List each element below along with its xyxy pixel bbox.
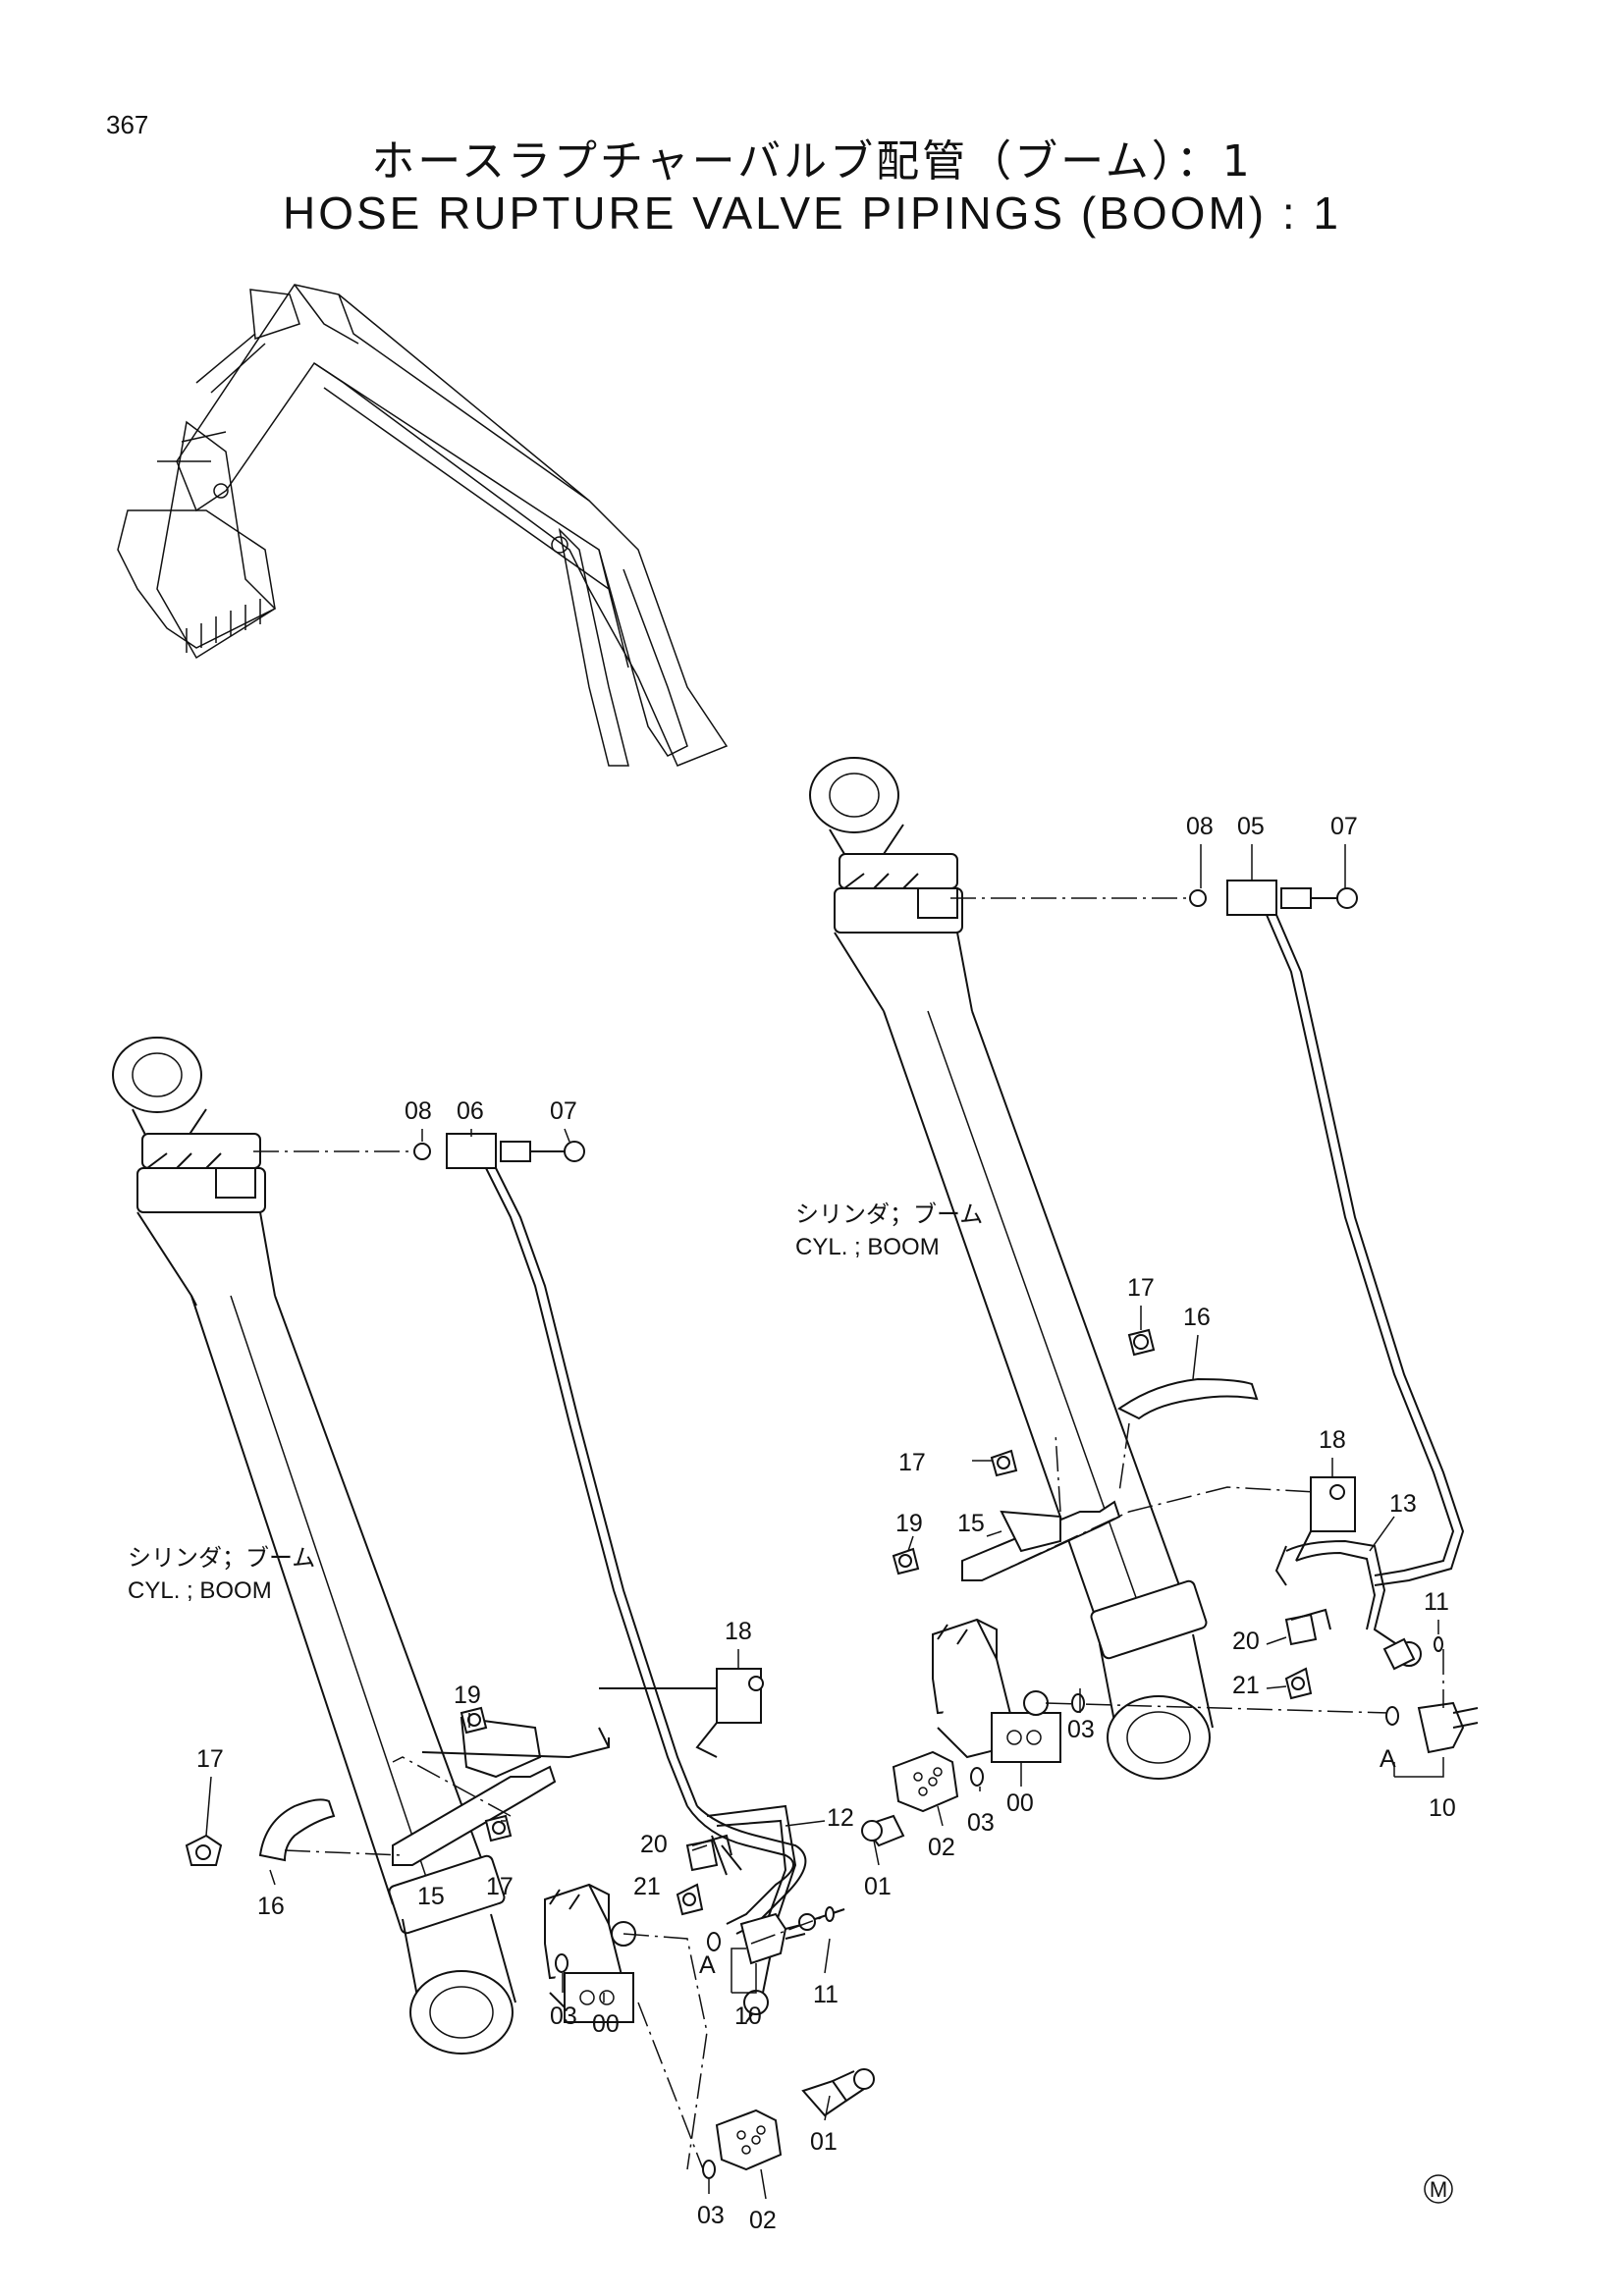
right-callout-08: 08 bbox=[1186, 813, 1214, 840]
left-callout-20: 20 bbox=[640, 1831, 668, 1858]
left-callout-06: 06 bbox=[457, 1097, 484, 1125]
page-number: 367 bbox=[106, 110, 149, 139]
right-callout-05: 05 bbox=[1237, 813, 1265, 840]
right-callout-19: 19 bbox=[895, 1510, 923, 1537]
left-callout-07: 07 bbox=[550, 1097, 577, 1125]
left-callout-01: 01 bbox=[810, 2128, 838, 2156]
left-callout-08: 08 bbox=[405, 1097, 432, 1125]
right-callout-01: 01 bbox=[864, 1873, 892, 1900]
left-view-a-mark: A bbox=[699, 1951, 716, 1979]
page-title-japanese: ホースラプチャーバルブ配管（ブーム）：1 bbox=[371, 136, 1253, 187]
right-callouts: 08 05 07 17 16 17 19 15 18 13 11 20 21 1… bbox=[864, 813, 1456, 1900]
leader-lines bbox=[205, 844, 1444, 2200]
left-callout-10: 10 bbox=[734, 2002, 762, 2030]
right-hose-rupture-valve bbox=[932, 1618, 1390, 1763]
left-hose-rupture-valve bbox=[544, 1883, 708, 2180]
right-view-a-mark: A bbox=[1380, 1745, 1396, 1773]
right-cylinder-label-en: CYL. ; BOOM bbox=[795, 1234, 940, 1260]
left-brackets bbox=[258, 1668, 764, 1866]
right-callout-20: 20 bbox=[1232, 1628, 1260, 1655]
left-flange-parts bbox=[555, 1953, 875, 2179]
right-callout-17a: 17 bbox=[1127, 1274, 1155, 1302]
left-callout-17a: 17 bbox=[196, 1745, 224, 1773]
left-callout-03b: 03 bbox=[697, 2202, 725, 2229]
right-callout-00: 00 bbox=[1006, 1789, 1034, 1817]
left-callout-02: 02 bbox=[749, 2207, 777, 2234]
maker-mark-letter: M bbox=[1430, 2177, 1447, 2202]
right-callout-21: 21 bbox=[1232, 1672, 1260, 1699]
right-callout-03b: 03 bbox=[967, 1809, 995, 1837]
left-cylinder-label-jp: シリンダ；ブーム bbox=[128, 1545, 315, 1572]
right-cylinder-label-jp: シリンダ；ブーム bbox=[795, 1201, 983, 1228]
left-callout-12: 12 bbox=[827, 1804, 854, 1832]
left-callout-16: 16 bbox=[257, 1893, 285, 1920]
right-callout-15: 15 bbox=[957, 1510, 985, 1537]
right-callout-10: 10 bbox=[1429, 1794, 1456, 1822]
cylinder-labels: シリンダ；ブーム CYL. ; BOOM シリンダ；ブーム CYL. ; BOO… bbox=[128, 1201, 1396, 1979]
left-callout-15: 15 bbox=[417, 1883, 445, 1910]
left-callout-19: 19 bbox=[454, 1682, 481, 1709]
left-callout-17b: 17 bbox=[486, 1873, 514, 1900]
left-small-parts bbox=[185, 1706, 732, 1916]
left-boom-cylinder bbox=[112, 1037, 516, 2055]
right-flange-parts bbox=[861, 1750, 984, 1847]
right-boom-cylinder bbox=[809, 757, 1214, 1780]
maker-mark: M bbox=[1424, 2174, 1453, 2204]
right-callout-11: 11 bbox=[1424, 1588, 1449, 1616]
right-small-parts bbox=[892, 1328, 1331, 1700]
left-callout-18: 18 bbox=[725, 1618, 752, 1645]
right-callout-18: 18 bbox=[1319, 1426, 1346, 1454]
left-fittings bbox=[707, 1906, 845, 1965]
page-title-english: HOSE RUPTURE VALVE PIPINGS (BOOM) : 1 bbox=[282, 187, 1342, 239]
right-callout-16: 16 bbox=[1183, 1304, 1211, 1331]
excavator-overview bbox=[117, 284, 729, 767]
left-callout-21: 21 bbox=[633, 1873, 661, 1900]
right-callout-13: 13 bbox=[1389, 1490, 1417, 1518]
left-callout-00: 00 bbox=[592, 2010, 620, 2038]
right-fittings bbox=[1382, 1636, 1479, 1754]
left-cylinder-label-en: CYL. ; BOOM bbox=[128, 1577, 272, 1604]
left-pipe-route bbox=[253, 1133, 807, 2023]
right-callout-03a: 03 bbox=[1067, 1716, 1095, 1743]
right-callout-02: 02 bbox=[928, 1834, 955, 1861]
right-brackets bbox=[961, 1377, 1356, 1581]
left-callouts: 08 06 07 18 19 17 17 16 15 12 20 21 11 1… bbox=[196, 1097, 854, 2234]
left-callout-03a: 03 bbox=[550, 2002, 577, 2030]
right-callout-07: 07 bbox=[1330, 813, 1358, 840]
left-callout-11: 11 bbox=[813, 1981, 839, 2008]
right-callout-17b: 17 bbox=[898, 1449, 926, 1476]
